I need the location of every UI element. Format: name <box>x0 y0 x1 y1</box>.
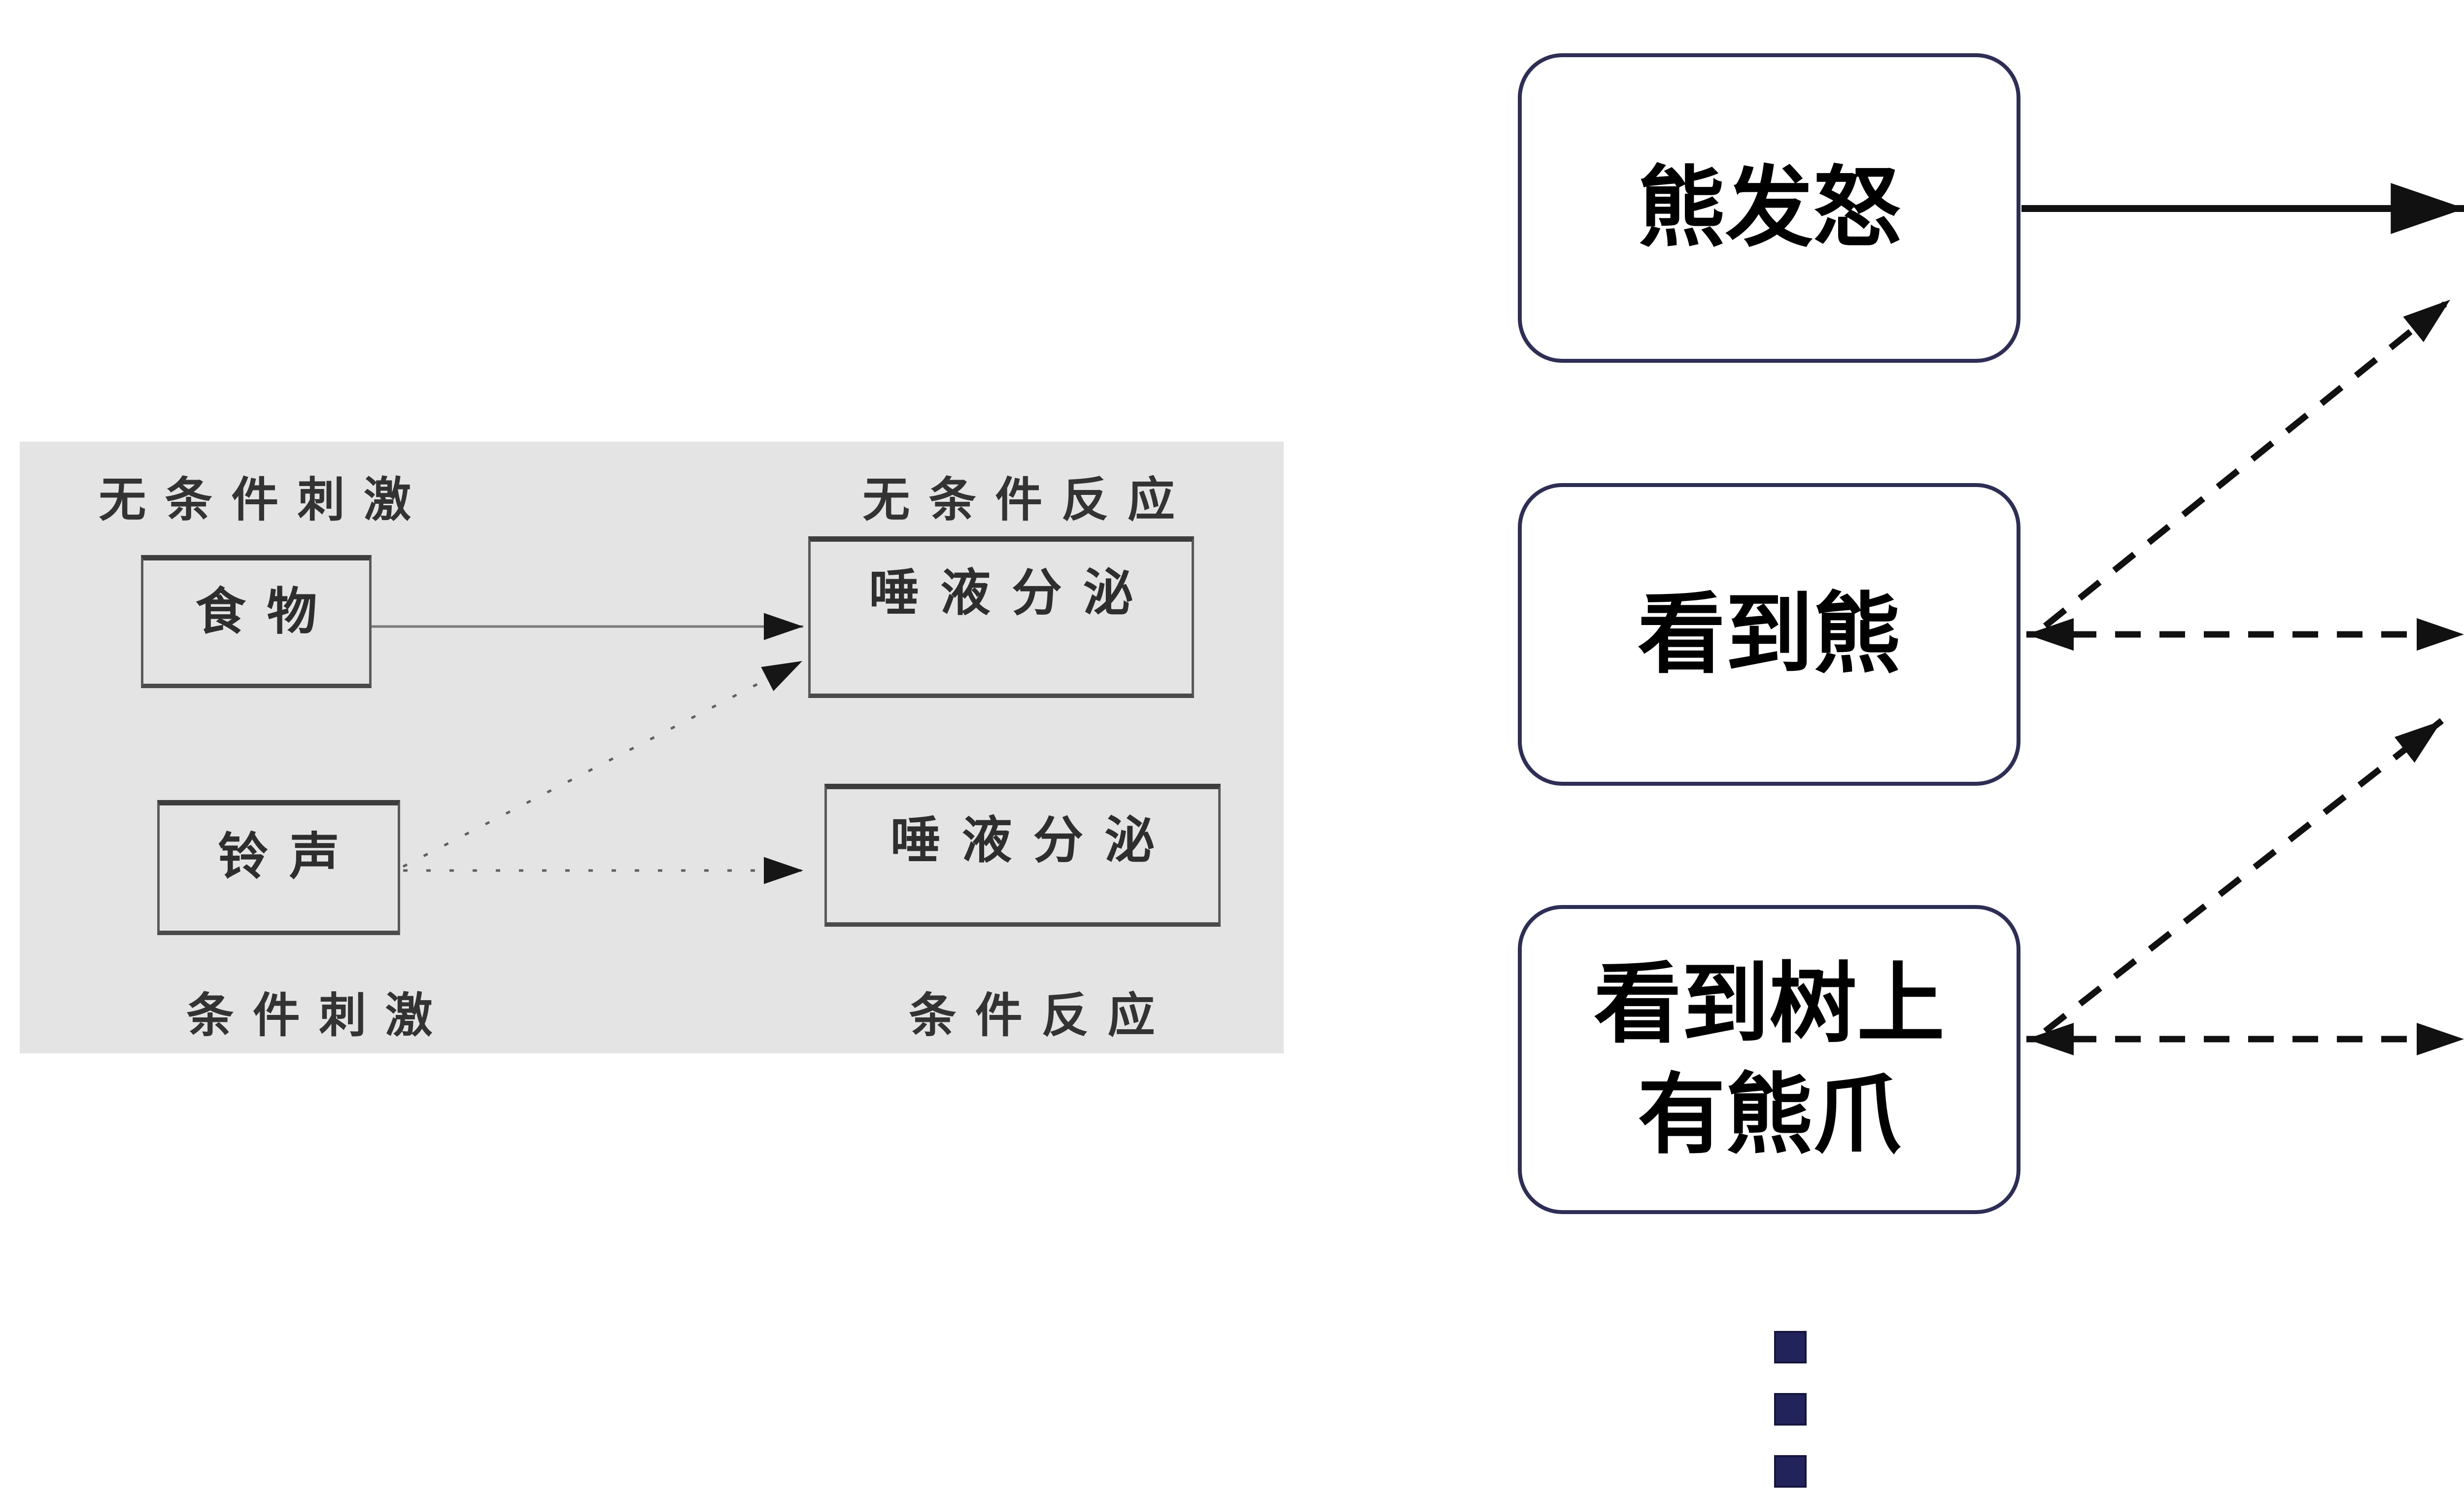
box-food: 食物 <box>141 555 372 688</box>
ellipsis-stimulus-dot-3 <box>1774 1455 1807 1488</box>
label-conditioned-stimulus: 条件刺激 <box>186 989 451 1042</box>
box-salivation-conditioned-label: 唾液分泌 <box>890 812 1176 869</box>
box-salivation-unconditioned-label: 唾液分泌 <box>869 565 1155 621</box>
classical-conditioning-panel: 无条件刺激 无条件反应 食物 唾液分泌 铃声 唾液分泌 条件刺激 条件反应 <box>20 442 1284 1053</box>
box-food-label: 食物 <box>195 584 339 640</box>
box-bell-label: 铃声 <box>218 829 361 885</box>
node-see-claw-marks-label-line1: 看到树上 <box>1594 955 1945 1053</box>
label-unconditioned-response: 无条件反应 <box>862 474 1194 526</box>
arrow-see-bear-to-reward-dashed <box>2043 297 2453 629</box>
td-arrows <box>2021 183 2464 1056</box>
ellipsis-stimulus-dot-1 <box>1774 1331 1807 1363</box>
node-bear-angry: 熊发怒 <box>1518 53 2020 363</box>
node-see-claw-marks: 看到树上 有熊爪 <box>1518 905 2020 1214</box>
node-see-bear-label: 看到熊 <box>1638 585 1901 683</box>
box-salivation-conditioned: 唾液分泌 <box>824 784 1221 927</box>
node-see-bear: 看到熊 <box>1518 483 2020 786</box>
label-conditioned-response: 条件反应 <box>909 989 1174 1042</box>
arrow-see-claw-to-value-next-dashed <box>2043 718 2444 1034</box>
node-bear-angry-label: 熊发怒 <box>1638 158 1901 257</box>
box-bell: 铃声 <box>157 800 400 935</box>
ellipsis-stimulus-dot-2 <box>1774 1393 1807 1426</box>
label-unconditioned-stimulus: 无条件刺激 <box>99 474 430 526</box>
node-see-claw-marks-label-line2: 有熊爪 <box>1638 1065 1901 1164</box>
box-salivation-unconditioned: 唾液分泌 <box>808 536 1194 698</box>
